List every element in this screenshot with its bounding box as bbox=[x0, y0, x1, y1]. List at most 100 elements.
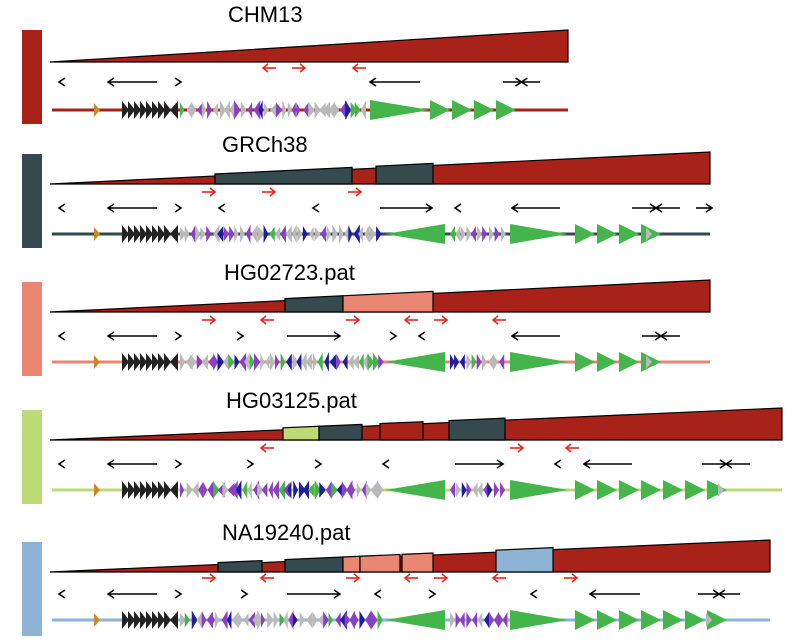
feature-arrow bbox=[370, 481, 378, 499]
feature-arrow bbox=[226, 610, 232, 630]
feature-arrow bbox=[158, 481, 165, 499]
feature-arrow bbox=[208, 354, 215, 370]
feature-arrow bbox=[261, 482, 268, 498]
feature-arrow bbox=[134, 481, 141, 499]
feature-arrow bbox=[257, 482, 264, 498]
feature-arrow bbox=[195, 224, 201, 244]
feature-arrow bbox=[385, 352, 445, 372]
feature-arrow bbox=[263, 102, 270, 118]
feature-arrow bbox=[331, 481, 338, 499]
feature-arrow bbox=[140, 353, 147, 371]
orientation-arrow bbox=[510, 203, 560, 213]
feature-arrow bbox=[239, 352, 247, 372]
feature-arrow bbox=[134, 353, 141, 371]
orientation-arrow bbox=[174, 589, 183, 599]
feature-arrow bbox=[158, 353, 165, 371]
feature-arrow bbox=[487, 482, 493, 498]
feature-arrow bbox=[460, 226, 466, 242]
feature-arrow bbox=[180, 612, 187, 628]
feature-arrow bbox=[152, 481, 159, 499]
feature-arrow bbox=[484, 612, 490, 628]
feature-arrow bbox=[385, 224, 445, 244]
feature-arrow bbox=[222, 481, 229, 499]
orientation-arrow bbox=[57, 331, 66, 341]
feature-arrow bbox=[152, 611, 159, 629]
feature-arrow bbox=[170, 353, 178, 371]
feature-arrow bbox=[597, 610, 617, 630]
feature-arrow bbox=[430, 100, 450, 120]
feature-arrow bbox=[329, 354, 337, 370]
red-inversion-arrow bbox=[262, 187, 277, 197]
feature-arrow bbox=[370, 610, 378, 630]
feature-arrow bbox=[227, 482, 235, 498]
track-svg bbox=[49, 279, 711, 372]
feature-arrow bbox=[685, 480, 705, 500]
feature-arrow bbox=[641, 480, 661, 500]
feature-arrow bbox=[342, 353, 348, 371]
feature-arrow bbox=[212, 102, 219, 118]
orientation-arrow bbox=[529, 589, 538, 599]
haplotype-color-bar bbox=[22, 154, 42, 248]
wedge-segment bbox=[448, 417, 506, 441]
wedge-segment bbox=[284, 556, 344, 573]
feature-arrow bbox=[273, 611, 279, 629]
feature-arrow bbox=[376, 225, 382, 243]
feature-arrow bbox=[272, 480, 280, 500]
feature-arrow bbox=[452, 100, 472, 120]
wedge-segment bbox=[379, 421, 424, 441]
track-svg bbox=[49, 29, 569, 120]
orientation-arrow bbox=[174, 331, 183, 341]
feature-arrow bbox=[597, 480, 617, 500]
feature-arrow bbox=[278, 480, 286, 500]
feature-arrow bbox=[184, 612, 190, 628]
feature-arrow bbox=[328, 101, 335, 119]
red-inversion-arrow bbox=[434, 315, 449, 325]
feature-arrow bbox=[370, 100, 430, 120]
feature-arrow bbox=[158, 101, 165, 119]
feature-arrow bbox=[575, 352, 595, 372]
panel-title: GRCh38 bbox=[222, 132, 308, 157]
orientation-arrow bbox=[696, 203, 714, 213]
feature-arrow bbox=[365, 482, 372, 498]
feature-arrow bbox=[319, 102, 326, 118]
feature-arrow bbox=[332, 224, 338, 244]
red-inversion-arrow bbox=[202, 573, 217, 583]
feature-arrow bbox=[619, 610, 639, 630]
feature-arrow bbox=[359, 353, 364, 371]
feature-arrow bbox=[134, 611, 141, 629]
feature-arrow bbox=[223, 353, 229, 371]
feature-arrow bbox=[356, 482, 361, 498]
feature-arrow bbox=[280, 225, 286, 243]
feature-arrow bbox=[261, 612, 266, 628]
feature-arrow bbox=[223, 226, 230, 242]
feature-arrow bbox=[510, 480, 568, 500]
feature-arrow bbox=[575, 480, 595, 500]
feature-arrow bbox=[180, 352, 186, 372]
feature-arrow bbox=[302, 226, 308, 242]
track-svg bbox=[49, 407, 783, 500]
feature-arrow bbox=[493, 612, 499, 628]
feature-arrow bbox=[170, 225, 178, 243]
feature-arrow bbox=[472, 482, 478, 498]
feature-arrow bbox=[265, 354, 270, 370]
feature-arrow bbox=[152, 225, 159, 243]
feature-arrow bbox=[94, 227, 100, 241]
feature-arrow bbox=[231, 480, 238, 500]
feature-arrow bbox=[198, 481, 204, 499]
feature-arrow bbox=[367, 353, 375, 371]
feature-arrow bbox=[471, 354, 477, 370]
feature-arrow bbox=[308, 482, 315, 498]
feature-arrow bbox=[477, 612, 483, 628]
feature-arrow bbox=[180, 481, 185, 499]
orientation-arrow bbox=[642, 331, 680, 341]
feature-arrow bbox=[229, 225, 235, 243]
feature-arrow bbox=[242, 481, 248, 499]
feature-arrow bbox=[481, 354, 487, 370]
feature-arrow bbox=[619, 224, 639, 244]
red-inversion-arrow bbox=[346, 573, 361, 583]
feature-arrow bbox=[190, 354, 197, 370]
orientation-arrow bbox=[57, 589, 66, 599]
red-inversion-arrow bbox=[351, 63, 366, 73]
feature-arrow bbox=[186, 101, 193, 119]
red-inversion-arrow bbox=[434, 573, 449, 583]
